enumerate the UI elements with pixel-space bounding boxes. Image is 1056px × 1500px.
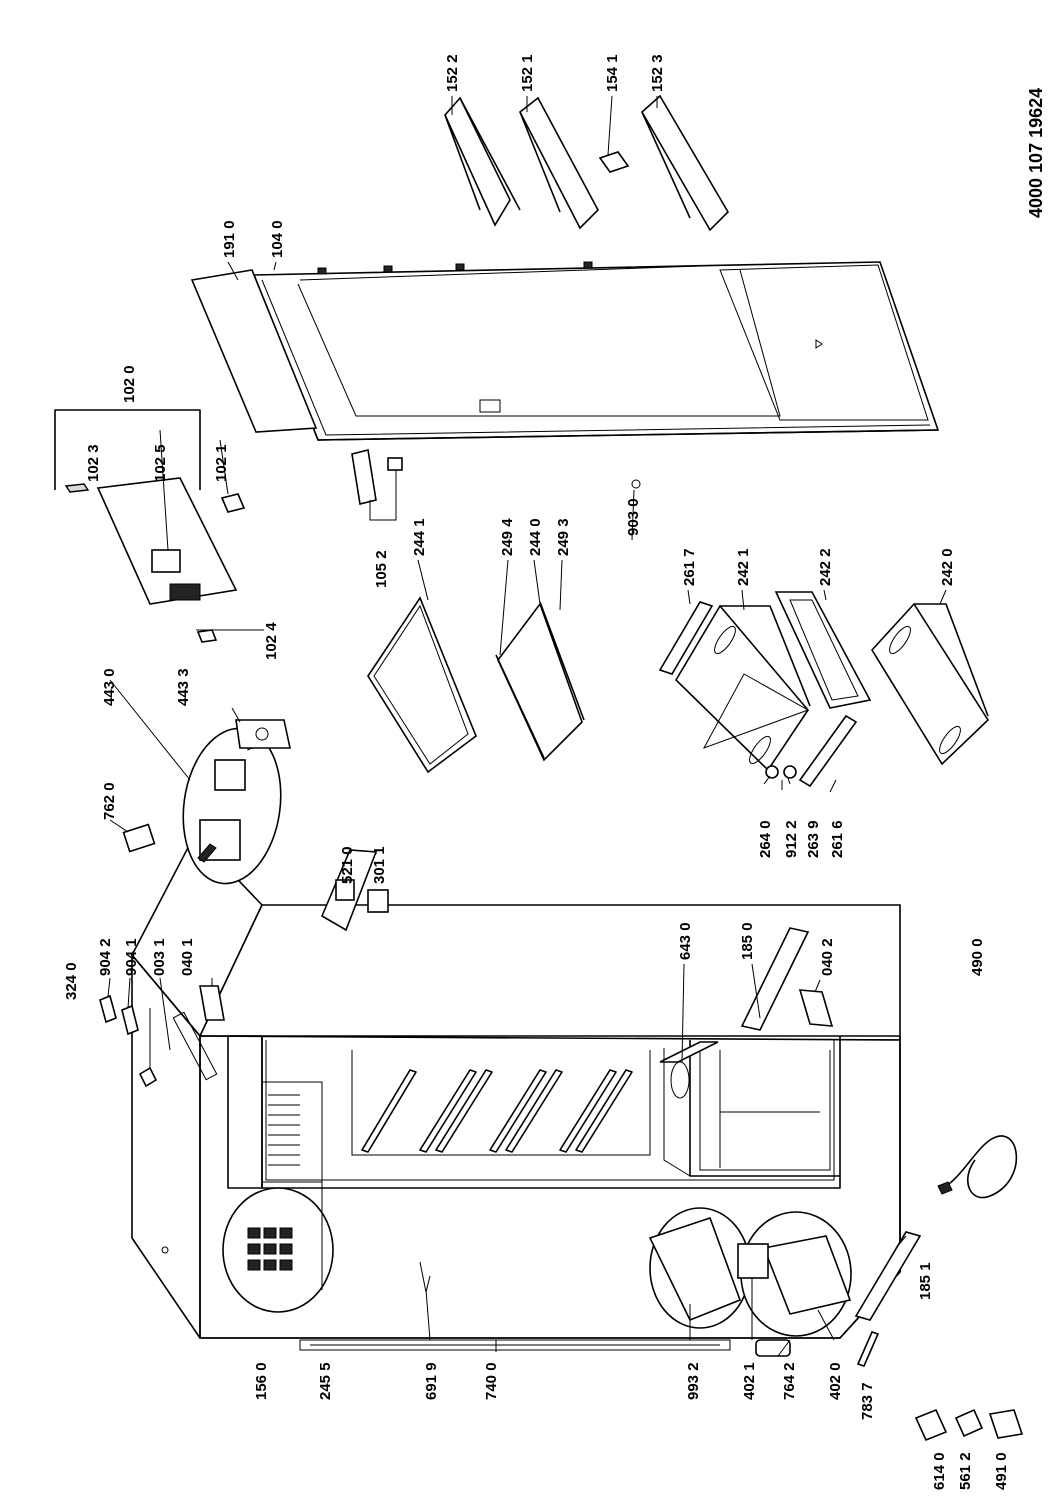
label-003-1: 003 1 (151, 938, 168, 976)
rail-261-7 (658, 601, 714, 675)
part-762-0 (122, 823, 156, 853)
document-id: 4000 107 19624 (1026, 88, 1046, 218)
door (252, 261, 940, 441)
label-261-7: 261 7 (681, 548, 698, 586)
glass-shelf-244-0 (495, 601, 585, 762)
hinge-040-2 (798, 989, 834, 1027)
label-152-3: 152 3 (649, 54, 666, 92)
label-261-6: 261 6 (829, 820, 846, 858)
label-402-1: 402 1 (741, 1362, 758, 1400)
door-seal-strip (190, 269, 318, 433)
label-242-1: 242 1 (735, 548, 752, 586)
part-491-0 (988, 1409, 1024, 1439)
evaporator-grill (268, 1094, 300, 1166)
label-263-9: 263 9 (805, 820, 822, 858)
part-614-0 (914, 1408, 948, 1442)
relay-402-1 (737, 1243, 769, 1279)
label-040-2: 040 2 (819, 938, 836, 976)
bracket-105-2 (351, 449, 403, 521)
label-242-2: 242 2 (817, 548, 834, 586)
label-402-0: 402 0 (827, 1362, 844, 1400)
trim-185-1 (854, 1231, 922, 1321)
label-185-0: 185 0 (739, 922, 756, 960)
door-shelf-152-2 (444, 96, 521, 227)
label-249-3: 249 3 (555, 518, 572, 556)
label-614-0: 614 0 (931, 1452, 948, 1490)
lamp-cover-301-1 (367, 889, 389, 913)
lamp-assembly (320, 849, 378, 932)
label-244-1: 244 1 (411, 518, 428, 556)
label-242-0: 242 0 (939, 548, 956, 586)
label-301-1: 301 1 (371, 846, 388, 884)
part-561-2 (954, 1408, 984, 1438)
door-shelf-clips (317, 261, 593, 275)
label-443-3: 443 3 (175, 668, 192, 706)
part-264-0 (765, 765, 779, 779)
label-152-2: 152 2 (444, 54, 461, 92)
part-labels: 152 2 152 1 154 1 152 3 191 0 104 0 102 … (63, 54, 1010, 1490)
label-912-2: 912 2 (783, 820, 800, 858)
label-903-0: 903 0 (625, 498, 642, 536)
label-740-0: 740 0 (483, 1362, 500, 1400)
label-102-4: 102 4 (263, 622, 280, 660)
compressor-402-0 (762, 1235, 852, 1315)
label-561-2: 561 2 (957, 1452, 974, 1490)
power-cord-490-0 (937, 1135, 1018, 1199)
label-324-0: 324 0 (63, 962, 80, 1000)
label-904-1: 904 1 (123, 938, 140, 976)
label-491-0: 491 0 (993, 1452, 1010, 1490)
crisper-242-0 (871, 602, 990, 766)
label-102-0: 102 0 (121, 365, 138, 403)
label-249-4: 249 4 (499, 518, 516, 556)
rail-261-6 (798, 714, 858, 788)
door-shelf-152-3 (640, 94, 730, 232)
label-244-0: 244 0 (527, 518, 544, 556)
label-191-0: 191 0 (221, 220, 238, 258)
label-521-0: 521 0 (339, 846, 356, 884)
label-104-0: 104 0 (269, 220, 286, 258)
label-762-0: 762 0 (101, 782, 118, 820)
fan-bracket-443-3 (235, 719, 291, 749)
label-490-0: 490 0 (969, 938, 986, 976)
label-156-0: 156 0 (253, 1362, 270, 1400)
label-264-0: 264 0 (757, 820, 774, 858)
label-102-1: 102 1 (213, 444, 230, 482)
label-764-2: 764 2 (781, 1362, 798, 1400)
door-shelf-152-1 (518, 96, 599, 230)
label-993-2: 993 2 (685, 1362, 702, 1400)
part-263-9 (783, 765, 797, 779)
fan-cover-oval (222, 1187, 334, 1313)
label-040-1: 040 1 (179, 938, 196, 976)
egg-tray-154-1 (598, 151, 630, 173)
vent-grid (247, 1227, 293, 1271)
part-764-2 (755, 1339, 791, 1357)
label-102-3: 102 3 (85, 444, 102, 482)
crisper-242-1 (674, 604, 811, 772)
label-105-2: 105 2 (373, 550, 390, 588)
glass-shelf-244-1 (367, 596, 477, 774)
thermostat-993-2 (648, 1216, 742, 1322)
label-152-1: 152 1 (519, 54, 536, 92)
label-443-0: 443 0 (101, 668, 118, 706)
label-245-5: 245 5 (317, 1362, 334, 1400)
leader-lines (107, 95, 947, 1357)
label-643-0: 643 0 (677, 922, 694, 960)
label-783-7: 783 7 (859, 1382, 876, 1420)
label-102-5: 102 5 (152, 444, 169, 482)
part-903-0 (631, 479, 641, 489)
label-154-1: 154 1 (604, 54, 621, 92)
part-904-2 (99, 994, 117, 1024)
label-185-1: 185 1 (917, 1262, 934, 1300)
shelf-rails (361, 1069, 633, 1153)
label-904-2: 904 2 (97, 938, 114, 976)
part-324-0 (138, 1066, 158, 1088)
part-783-7 (856, 1331, 880, 1367)
part-904-1 (121, 1004, 139, 1036)
crisper-cover-242-2 (774, 591, 872, 709)
label-691-9: 691 9 (423, 1362, 440, 1400)
